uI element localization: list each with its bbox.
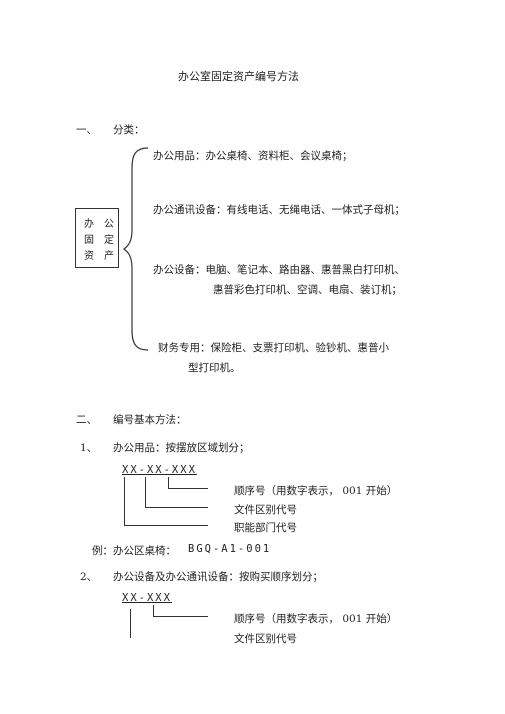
item-2-connector: [153, 616, 208, 617]
item-1-connector: [145, 477, 146, 508]
section-1-heading: 分类：: [113, 124, 145, 136]
item-2-number: 2、: [80, 571, 98, 583]
category-finance: 财务专用：保险柜、支票打印机、验钞机、惠普小: [158, 342, 389, 354]
item-1-code: XX-XX-XXX: [122, 464, 197, 476]
curly-brace: [123, 147, 149, 351]
item-2-code: XX-XXX: [122, 592, 172, 604]
item-1-label-sequence: 顺序号（用数字表示， 001 开始）: [234, 485, 398, 497]
category-finance-cont: 型打印机。: [188, 362, 241, 374]
item-1-number: 1、: [80, 442, 98, 454]
section-1-number: 一、: [76, 124, 97, 136]
category-office-equipment-cont: 惠普彩色打印机、空调、电扇、装订机；: [213, 284, 402, 296]
item-1-connector: [145, 507, 208, 508]
section-2-heading: 编号基本方法：: [113, 414, 187, 426]
section-2-number: 二、: [76, 414, 97, 426]
item-1-connector: [124, 477, 125, 526]
item-2-label-file-code: 文件区别代号: [234, 633, 297, 645]
item-1-connector: [124, 525, 208, 526]
item-1-connector: [168, 477, 169, 489]
page-title: 办公室固定资产编号方法: [178, 70, 299, 83]
item-1-connector: [168, 488, 208, 489]
item-2-connector: [153, 605, 154, 617]
item-1-example-code: BGQ-A1-001: [188, 543, 272, 555]
category-office-equipment: 办公设备：电脑、笔记本、路由器、惠普黑白打印机、: [153, 264, 405, 276]
box-line-1: 办 公: [84, 219, 114, 230]
item-2-connector: [130, 609, 131, 638]
item-1-label-file-code: 文件区别代号: [234, 504, 297, 516]
box-line-2: 固 定: [84, 235, 114, 246]
item-1-text: 办公用品：按摆放区域划分；: [113, 442, 250, 454]
item-1-example-label: 例：办公区桌椅：: [92, 545, 176, 557]
item-1-label-department-code: 职能部门代号: [234, 522, 297, 534]
item-2-text: 办公设备及办公通讯设备：按购买顺序划分；: [113, 571, 323, 583]
item-2-label-sequence: 顺序号（用数字表示， 001 开始）: [234, 613, 398, 625]
category-office-supplies: 办公用品：办公桌椅、资料柜、会议桌椅；: [153, 150, 353, 162]
fixed-assets-box: 办 公 固 定 资 产: [75, 208, 119, 268]
category-communication-equipment: 办公通讯设备：有线电话、无绳电话、一体式子母机；: [153, 204, 405, 216]
box-line-3: 资 产: [84, 251, 114, 262]
